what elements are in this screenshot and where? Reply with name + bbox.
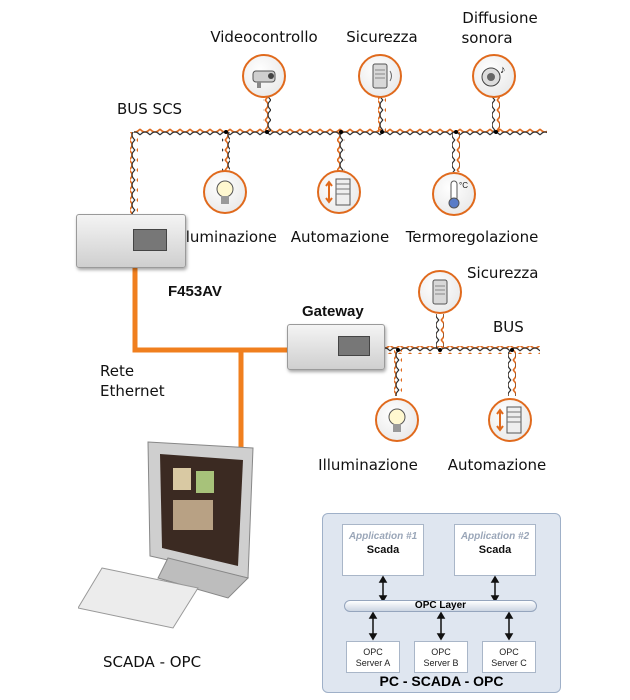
camera-icon: [242, 54, 286, 98]
label-termoregolazione: Termoregolazione: [405, 228, 539, 246]
app1-name: Scada: [366, 544, 400, 556]
label-gateway: Gateway: [302, 303, 364, 320]
label-diffusione: Diffusione: [462, 9, 538, 27]
application-2-box: Application #2 Scada: [454, 524, 536, 576]
label-scada-opc: SCADA - OPC: [103, 653, 202, 671]
security-sensor-icon: [358, 54, 402, 98]
opc-layer-bar: OPC Layer: [344, 600, 537, 612]
label-sonora: sonora: [461, 29, 513, 47]
app2-name: Scada: [478, 544, 512, 556]
label-bus: BUS: [493, 318, 524, 336]
f453av-device: [76, 214, 186, 268]
shutter-icon: [317, 170, 361, 214]
opc-server-a: OPC Server A: [346, 641, 400, 673]
bus-drop: [492, 96, 500, 132]
bus-drop: [222, 132, 230, 172]
bus-drop: [378, 96, 386, 132]
label-f453av: F453AV: [168, 283, 222, 300]
bus-drop: [436, 314, 444, 348]
label-ethernet: Ethernet: [100, 382, 165, 400]
label-rete: Rete: [100, 362, 135, 380]
thermometer-icon: °C: [432, 172, 476, 216]
bus-drop: [452, 132, 460, 172]
lamp-icon: [203, 170, 247, 214]
computer-workstation: [78, 441, 254, 629]
speaker-icon: ♪: [472, 54, 516, 98]
label-bus-scs: BUS SCS: [117, 100, 183, 118]
label-automazione-top: Automazione: [290, 228, 390, 246]
label-illuminazione-top: Illuminazione: [177, 228, 277, 246]
app1-title: Application #1: [348, 531, 418, 542]
label-sicurezza: Sicurezza: [346, 28, 418, 46]
application-1-box: Application #1 Scada: [342, 524, 424, 576]
lamp-icon: [375, 398, 419, 442]
opc-server-b: OPC Server B: [414, 641, 468, 673]
bus-drop: [394, 350, 402, 396]
bus-line: [378, 346, 540, 354]
label-illuminazione-bottom: Illuminazione: [318, 456, 418, 474]
label-videocontrollo: Videocontrollo: [210, 28, 318, 46]
app2-title: Application #2: [460, 531, 530, 542]
bus-drop: [508, 350, 516, 396]
label-sicurezza-right: Sicurezza: [467, 264, 539, 282]
panel-arrows: [368, 575, 514, 641]
gateway-device: [287, 324, 385, 370]
security-sensor-icon: [418, 270, 462, 314]
bus-drop: [130, 132, 138, 214]
bus-drop: [337, 132, 345, 172]
svg-text:♪: ♪: [500, 64, 506, 76]
opc-server-c: OPC Server C: [482, 641, 536, 673]
label-automazione-bottom: Automazione: [447, 456, 547, 474]
shutter-icon: [488, 398, 532, 442]
bus-drop: [263, 96, 271, 132]
panel-title: PC - SCADA - OPC: [379, 673, 504, 689]
svg-text:°C: °C: [459, 181, 468, 190]
